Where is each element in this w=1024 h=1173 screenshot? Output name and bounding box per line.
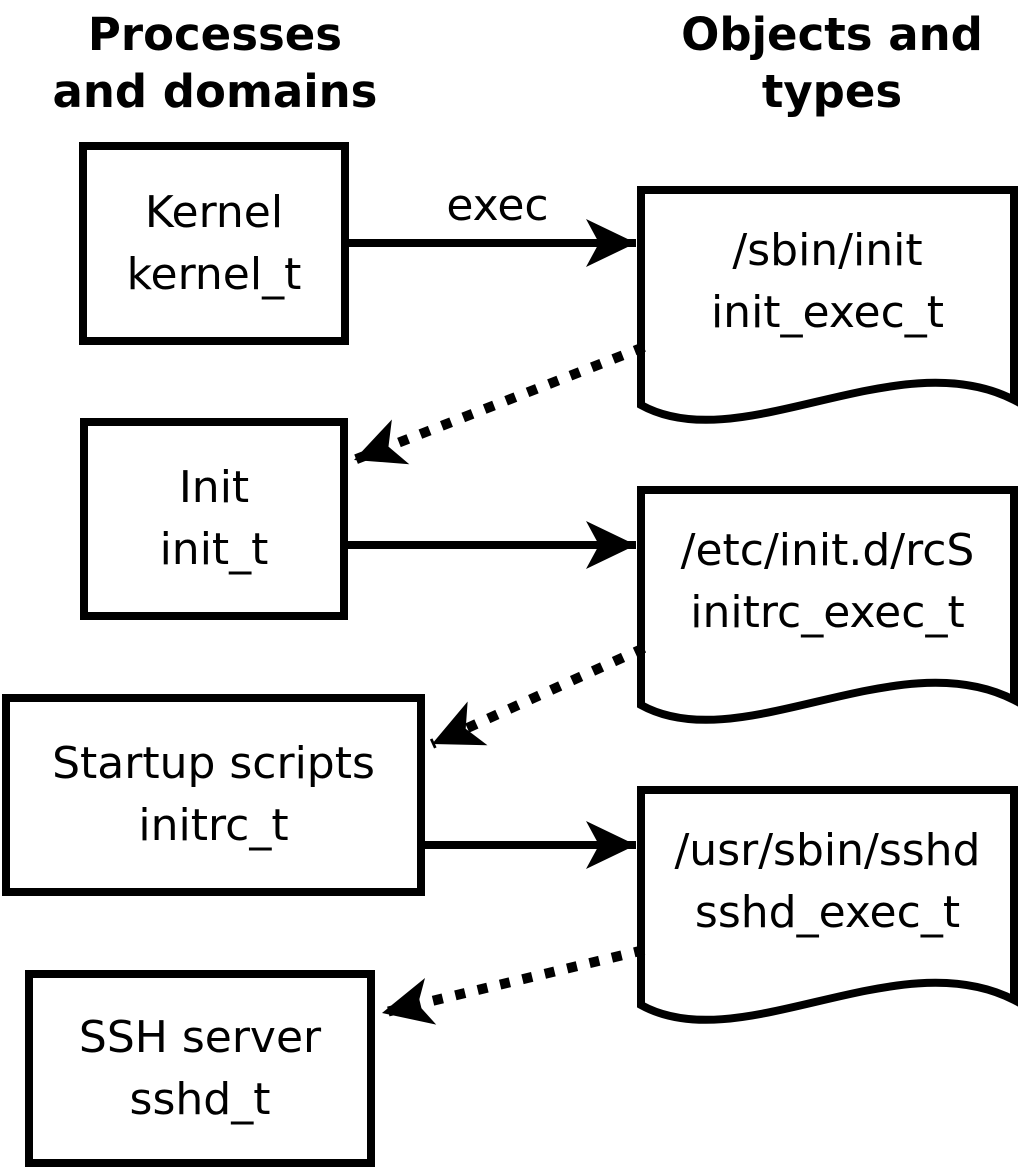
object-label-sbin-init: /sbin/init init_exec_t [641, 220, 1014, 344]
process-domain: kernel_t [126, 248, 302, 300]
object-label-etc-initd-rcs: /etc/init.d/rcS initrc_exec_t [641, 520, 1014, 644]
document-shape-etc-initd-rcs [637, 486, 1018, 724]
header-line: Processes [87, 8, 343, 61]
object-type: init_exec_t [710, 287, 945, 338]
object-path: /usr/sbin/sshd [674, 825, 981, 876]
process-box-startup-scripts: Startup scripts initrc_t [2, 694, 425, 896]
header-processes-and-domains: Processes and domains [20, 6, 410, 120]
process-box-ssh-server: SSH server sshd_t [25, 970, 375, 1167]
process-box-kernel: Kernel kernel_t [79, 142, 349, 345]
object-label-usr-sbin-sshd: /usr/sbin/sshd sshd_exec_t [641, 820, 1014, 944]
transition-arrow-sshd-exec-to-sshd [380, 945, 646, 1025]
process-domain: sshd_t [129, 1073, 271, 1125]
header-objects-and-types: Objects and types [640, 6, 1024, 120]
process-name: Init [178, 462, 250, 513]
header-line: Objects and [681, 8, 983, 61]
header-line: types [761, 65, 903, 118]
object-path: /etc/init.d/rcS [680, 525, 975, 576]
exec-edge-label: exec [446, 180, 549, 231]
header-line: and domains [52, 65, 378, 118]
process-box-init: Init init_t [80, 418, 348, 620]
process-domain: init_t [159, 524, 269, 575]
document-shape-sbin-init [637, 186, 1018, 424]
process-name: Startup scripts [52, 738, 375, 789]
process-domain: initrc_t [138, 800, 289, 851]
object-path: /sbin/init [732, 225, 923, 276]
transition-arrow-rcs-to-initrc [429, 643, 647, 749]
process-name: Kernel [144, 186, 284, 238]
document-shape-usr-sbin-sshd [637, 786, 1018, 1024]
transition-arrow-sbin-init-to-init [352, 342, 646, 465]
process-name: SSH server [78, 1011, 322, 1063]
object-type: sshd_exec_t [694, 887, 961, 938]
object-type: initrc_exec_t [690, 587, 965, 638]
